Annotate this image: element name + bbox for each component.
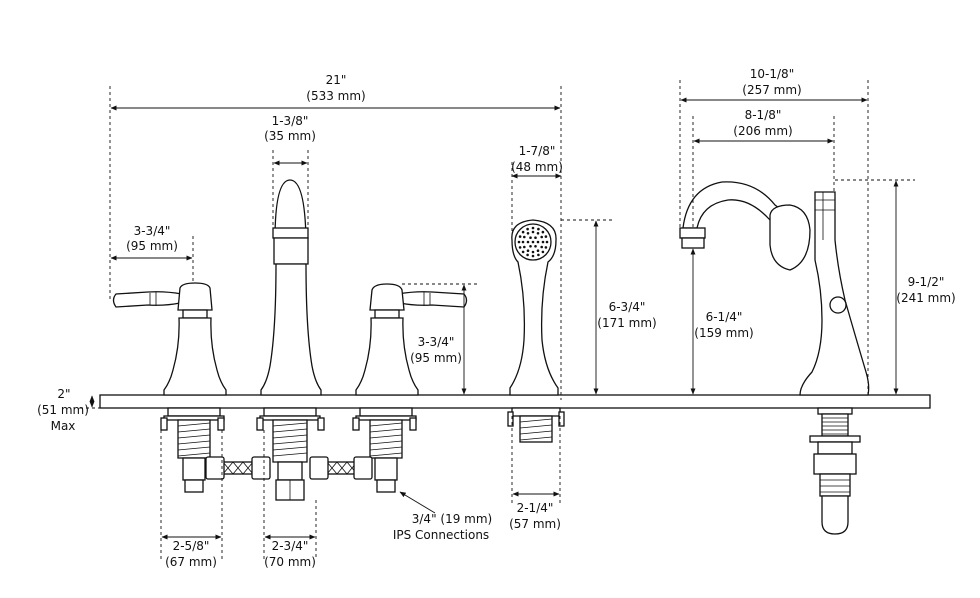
spray-hole: [531, 240, 535, 244]
spray-hole: [529, 236, 532, 239]
handshower-height-in: 6-3/4": [609, 300, 646, 314]
spray-hole: [521, 230, 525, 234]
spray-hole: [529, 245, 532, 248]
spray-hole: [523, 235, 526, 239]
spout-reach-in: 8-1/8": [745, 108, 782, 122]
spray-hole: [537, 253, 540, 257]
overall-height-mm: (241 mm): [896, 291, 955, 305]
spray-hole: [541, 250, 545, 254]
spray-hole: [536, 240, 540, 244]
handshower-base-in: 2-1/4": [517, 501, 554, 515]
spray-hole: [521, 240, 525, 244]
handle-height-in: 3-3/4": [418, 335, 455, 349]
spray-hole: [531, 226, 535, 230]
dimension-lines: [80, 80, 915, 560]
spout-width-mm: (35 mm): [264, 129, 316, 143]
center-spout: [256, 179, 325, 501]
spray-hole: [526, 249, 530, 252]
spray-hole: [531, 230, 535, 234]
supply-hoses: [205, 456, 373, 480]
spray-face-holes: [517, 226, 549, 258]
spray-hole: [536, 232, 540, 235]
handle-reach-mm: (95 mm): [126, 239, 178, 253]
spout-projection-mm: (257 mm): [742, 83, 801, 97]
deck-thickness-mm: (51 mm): [37, 403, 89, 417]
overall-height-in: 9-1/2": [908, 275, 945, 289]
spray-hole: [536, 249, 540, 252]
spray-hole: [518, 235, 522, 238]
valve-base-in: 2-5/8": [173, 539, 210, 553]
spray-hole: [518, 246, 522, 249]
spray-hole: [526, 232, 530, 235]
spout-width-in: 1-3/8": [272, 114, 309, 128]
spray-hole: [526, 240, 530, 244]
overall-width-in: 21": [326, 73, 347, 87]
spray-hole: [531, 254, 535, 258]
spray-hole: [517, 240, 521, 244]
spray-hole: [541, 230, 545, 234]
spray-hole: [521, 250, 525, 254]
spray-hole: [544, 235, 548, 238]
spray-hole: [534, 245, 537, 248]
right-handle-valve: [352, 283, 468, 493]
spout-reach-mm: (206 mm): [733, 124, 792, 138]
connections-note-size: 3/4" (19 mm): [412, 512, 492, 526]
side-view-spout: [679, 181, 870, 535]
handshower-width-mm: (48 mm): [511, 160, 563, 174]
deck-thickness-note: Max: [51, 419, 76, 433]
spray-hole: [534, 236, 537, 239]
handle-reach-in: 3-3/4": [134, 224, 171, 238]
left-handle-valve: [112, 282, 227, 493]
valve-base-mm: (67 mm): [165, 555, 217, 569]
spray-hole: [541, 240, 545, 244]
spray-hole: [537, 227, 540, 231]
spout-outlet-height-in: 6-1/4": [706, 310, 743, 324]
spout-base-mm: (70 mm): [264, 555, 316, 569]
spout-projection-in: 10-1/8": [750, 67, 794, 81]
spout-outlet-height-mm: (159 mm): [694, 326, 753, 340]
handshower-width-in: 1-7/8": [519, 144, 556, 158]
dimension-labels: 21" (533 mm) 1-3/8" (35 mm) 3-3/4" (95 m…: [37, 67, 956, 569]
deck-thickness-in: 2": [57, 387, 70, 401]
handshower-base-mm: (57 mm): [509, 517, 561, 531]
spray-hole: [540, 235, 543, 239]
spray-hole: [545, 240, 549, 244]
handshower-height-mm: (171 mm): [597, 316, 656, 330]
spray-hole: [544, 246, 548, 249]
spray-hole: [526, 227, 529, 231]
spray-hole: [523, 245, 526, 249]
connections-note-type: IPS Connections: [393, 528, 489, 542]
spray-hole: [526, 253, 529, 257]
deck-surface: [99, 394, 931, 409]
overall-width-mm: (533 mm): [306, 89, 365, 103]
spout-base-in: 2-3/4": [272, 539, 309, 553]
spray-hole: [531, 250, 535, 254]
handle-height-mm: (95 mm): [410, 351, 462, 365]
spray-hole: [540, 245, 543, 249]
handshower: [507, 219, 565, 443]
